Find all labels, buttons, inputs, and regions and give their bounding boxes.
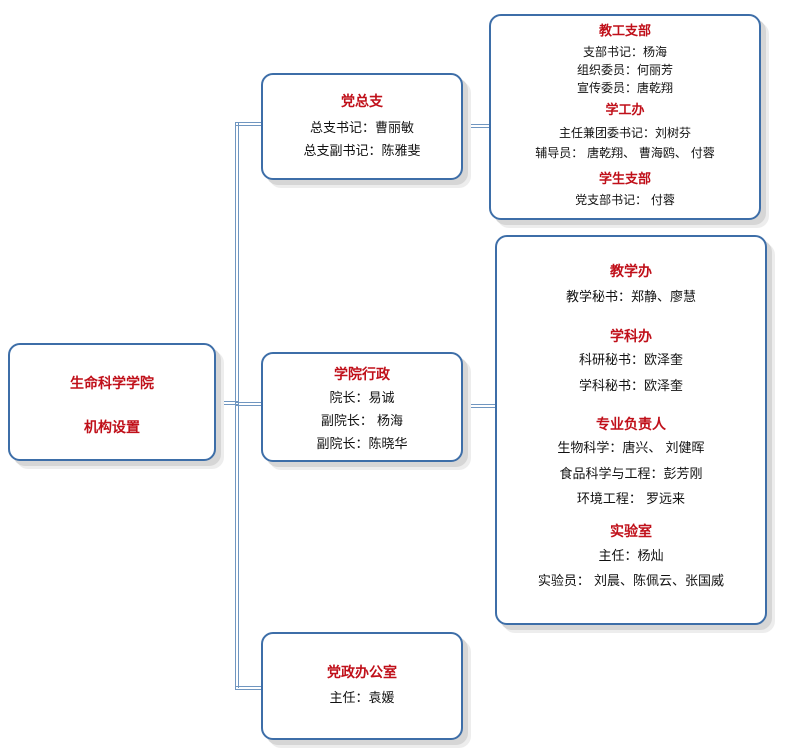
office-node[interactable]: 党政办公室 主任：袁媛: [261, 632, 463, 740]
lab-title: 实验室: [610, 524, 652, 540]
lab-row: 实验员： 刘晨、陈佩云、张国威: [537, 574, 725, 589]
office-title: 党政办公室: [327, 665, 397, 681]
root-node[interactable]: 生命科学学院 机构设置: [8, 343, 216, 461]
party-branch-node[interactable]: 党总支 总支书记：曹丽敏 总支副书记：陈雅斐: [261, 73, 463, 180]
party-branch-deputy: 总支副书记：陈雅斐: [303, 144, 421, 159]
admin-title: 学院行政: [334, 367, 390, 383]
majors-title: 专业负责人: [596, 417, 666, 433]
party-detail-node[interactable]: 教工支部 支部书记：杨海 组织委员：何丽芳 宣传委员：唐乾翔 学工办 主任兼团委…: [489, 14, 761, 220]
staff-branch-title: 教工支部: [598, 24, 651, 39]
staff-branch-row: 组织委员：何丽芳: [576, 63, 673, 77]
root-subtitle: 机构设置: [84, 420, 140, 436]
discipline-office-row: 科研秘书：欧泽奎: [578, 353, 683, 368]
student-office-title: 学工办: [605, 103, 645, 118]
majors-row: 生物科学：唐兴、 刘健晖: [557, 441, 705, 456]
discipline-office-row: 学科秘书：欧泽奎: [578, 379, 683, 394]
student-office-row: 辅导员： 唐乾翔、 曹海鸥、 付蓉: [535, 146, 715, 160]
staff-branch-row: 支部书记：杨海: [582, 45, 667, 59]
admin-dean: 院长：易诚: [329, 391, 395, 406]
party-branch-secretary: 总支书记：曹丽敏: [309, 121, 414, 136]
lab-row: 主任：杨灿: [598, 549, 664, 564]
teaching-office-row: 教学秘书：郑静、廖慧: [565, 290, 696, 305]
admin-detail-node[interactable]: 教学办 教学秘书：郑静、廖慧 学科办 科研秘书：欧泽奎 学科秘书：欧泽奎 专业负…: [495, 235, 767, 625]
staff-branch-row: 宣传委员：唐乾翔: [576, 81, 673, 95]
connector-party-detail: [462, 124, 492, 128]
discipline-office-title: 学科办: [610, 329, 652, 345]
student-office-row: 主任兼团委书记：刘树芬: [558, 126, 691, 140]
root-title: 生命科学学院: [70, 376, 154, 392]
connector-admin-detail: [462, 404, 498, 408]
office-director: 主任：袁媛: [329, 691, 395, 706]
student-branch-title: 学生支部: [598, 172, 651, 187]
majors-row: 环境工程： 罗远来: [576, 492, 686, 507]
admin-node[interactable]: 学院行政 院长：易诚 副院长： 杨海 副院长：陈晓华: [261, 352, 463, 462]
party-branch-title: 党总支: [341, 94, 383, 110]
majors-row: 食品科学与工程：彭芳刚: [559, 467, 703, 482]
teaching-office-title: 教学办: [610, 264, 652, 280]
student-branch-row: 党支部书记： 付蓉: [575, 193, 675, 207]
admin-vice-dean-1: 副院长： 杨海: [320, 414, 404, 429]
admin-vice-dean-2: 副院长：陈晓华: [316, 437, 408, 452]
